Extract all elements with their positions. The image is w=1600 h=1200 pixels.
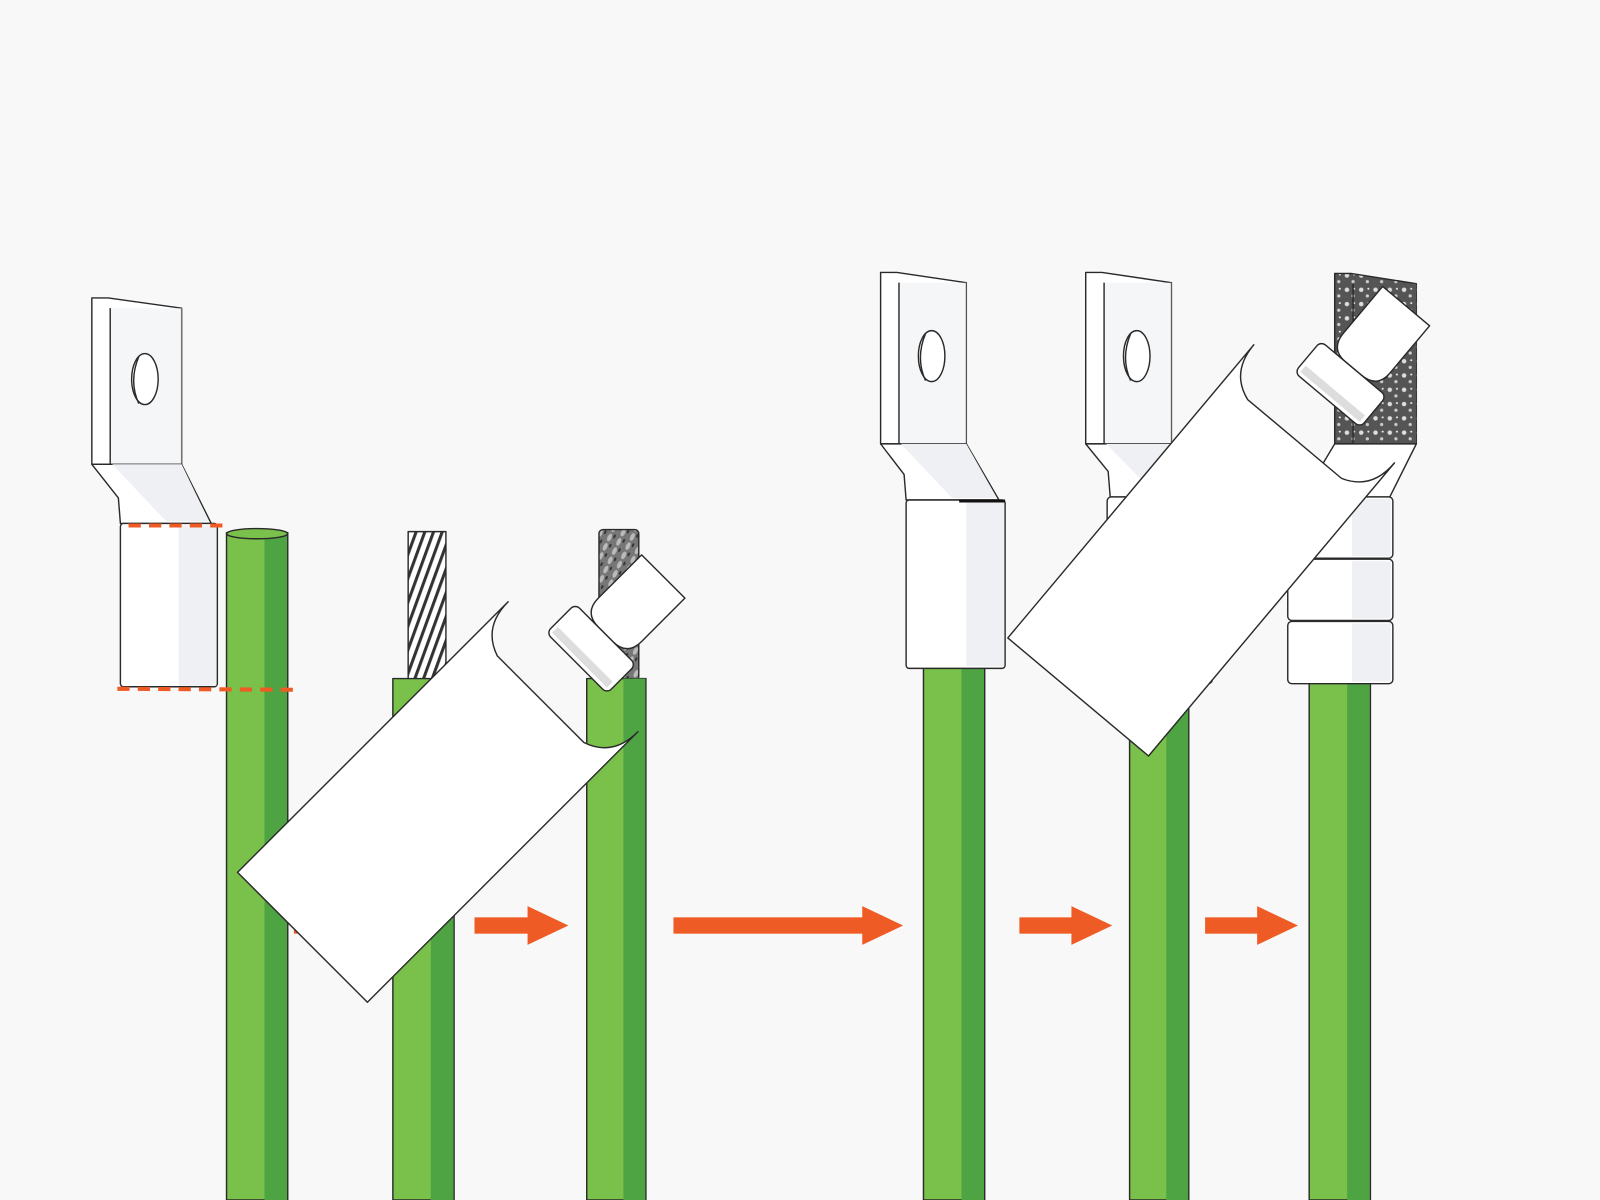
wire-step-6: [1308, 677, 1372, 1200]
arrow-right-icon: [1019, 906, 1113, 945]
wire-step-4: [922, 662, 986, 1200]
wire-end: [225, 527, 289, 540]
wire-step-5: [1128, 677, 1190, 1200]
glue-bottle-icon: [236, 554, 686, 1003]
cable-lug-icon: [879, 271, 1006, 670]
lug-hole: [1122, 329, 1151, 383]
glue-bottle-icon: [1007, 285, 1431, 757]
lug-hole: [130, 352, 159, 406]
step-3-bottle: [236, 554, 686, 1003]
measure-line-bottom: [117, 686, 298, 692]
arrow-right-icon: [474, 906, 569, 945]
step-6-bottle: [1007, 285, 1431, 757]
arrow-right-icon: [673, 906, 904, 945]
lug-hole: [917, 329, 946, 383]
cable-lug-icon: [91, 297, 219, 688]
arrow-right-icon: [1205, 906, 1298, 945]
stripped-strands: [407, 530, 447, 682]
